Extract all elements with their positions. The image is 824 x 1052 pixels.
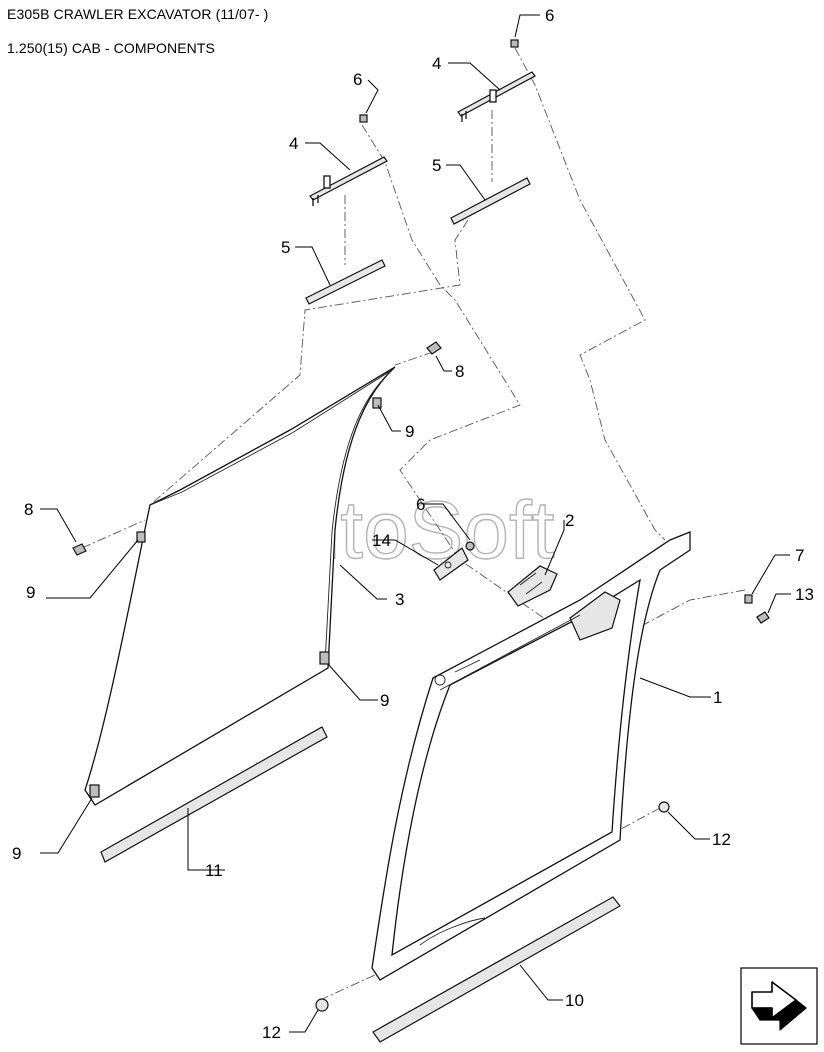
callout-9-top: 9 <box>405 422 414 441</box>
part-1-door-frame <box>371 531 691 981</box>
callout-7: 7 <box>795 546 804 565</box>
leader-lines <box>40 14 791 1033</box>
callout-11: 11 <box>205 861 223 880</box>
part-5-strip-upper <box>450 177 531 225</box>
callout-8-right: 8 <box>455 362 464 381</box>
callout-3: 3 <box>395 590 404 609</box>
callout-5-left: 5 <box>281 238 290 257</box>
part-8-clip-left <box>72 543 87 556</box>
part-4-rail-lower <box>309 156 388 206</box>
part-11-lower-strip <box>100 726 328 863</box>
part-12-roller-lower <box>315 998 329 1012</box>
callout-1: 1 <box>713 688 722 707</box>
callout-2: 2 <box>565 511 574 530</box>
page-title: E305B CRAWLER EXCAVATOR (11/07- ) <box>7 6 269 22</box>
part-3-glass-panel <box>84 366 396 806</box>
part-8-clip-right <box>426 341 442 355</box>
part-10-lower-rail <box>372 896 621 1043</box>
callout-6-top: 6 <box>545 6 554 25</box>
callout-8-left: 8 <box>24 500 33 519</box>
callout-6-lower: 6 <box>416 495 425 514</box>
callout-13: 13 <box>795 585 814 604</box>
part-7-bolt <box>744 594 753 604</box>
callout-4-left: 4 <box>289 134 298 153</box>
next-page-arrow-icon[interactable] <box>740 967 818 1045</box>
part-12-roller-upper <box>658 801 670 813</box>
page-subtitle: 1.250(15) CAB - COMPONENTS <box>7 40 215 56</box>
callout-9-mid: 9 <box>380 691 389 710</box>
callout-5-right: 5 <box>432 156 441 175</box>
part-6-screw-mid <box>359 114 368 123</box>
part-14-latch <box>433 547 469 581</box>
callout-9-left: 9 <box>26 583 35 602</box>
part-6-screw-top <box>510 39 519 48</box>
callout-6-mid: 6 <box>353 70 362 89</box>
part-6-screw-lower <box>465 541 475 551</box>
callout-labels: 6 4 6 4 5 5 8 9 8 9 3 9 9 11 6 2 14 7 13… <box>12 6 814 1042</box>
part-4-rail-upper <box>457 71 536 122</box>
callout-9-bottom: 9 <box>12 844 21 863</box>
callout-12-left: 12 <box>262 1023 281 1042</box>
part-2-bracket <box>507 565 558 607</box>
callout-14: 14 <box>372 531 391 550</box>
callout-4-top: 4 <box>432 54 441 73</box>
part-13-bushing <box>756 611 770 624</box>
part-5-strip-lower <box>305 259 386 305</box>
callout-10: 10 <box>565 991 584 1010</box>
callout-12-right: 12 <box>712 830 731 849</box>
